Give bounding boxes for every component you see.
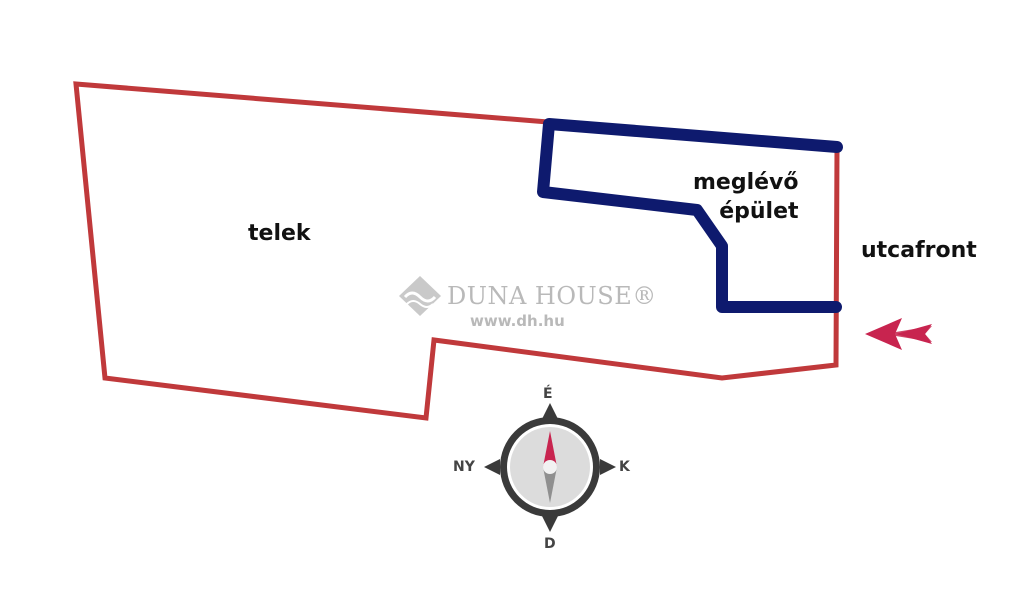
watermark-brand: DUNA HOUSE® <box>447 282 657 310</box>
compass-point-south-icon <box>542 516 558 532</box>
street-arrow-icon <box>865 318 932 350</box>
watermark-url: www.dh.hu <box>470 312 565 330</box>
compass-east-label: K <box>619 459 630 475</box>
compass-north-label: É <box>543 386 553 402</box>
compass-icon <box>484 403 616 532</box>
plot-label: telek <box>248 221 311 246</box>
building-label-line1: meglévő <box>693 170 799 195</box>
building-outline <box>537 118 843 313</box>
compass-west-label: NY <box>453 459 475 475</box>
building-label-line2: épület <box>719 199 799 224</box>
street-front-label: utcafront <box>861 238 977 263</box>
building-label: meglévő épület <box>693 168 799 226</box>
compass-south-label: D <box>544 536 556 552</box>
duna-house-logo-icon <box>399 276 441 316</box>
compass-point-east-icon <box>600 459 616 475</box>
compass-needle-north <box>543 431 557 467</box>
compass-point-north-icon <box>542 403 558 419</box>
compass-point-west-icon <box>484 459 500 475</box>
compass-needle-south <box>543 467 557 503</box>
